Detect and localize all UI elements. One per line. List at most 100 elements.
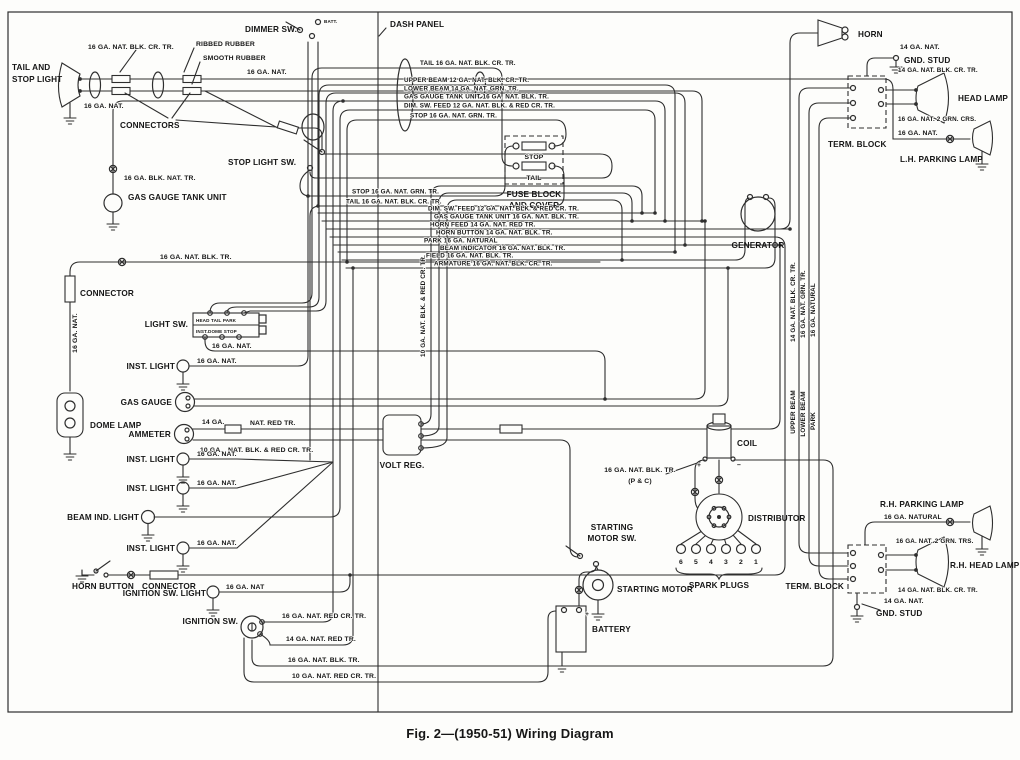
stop-light-sw-label: STOP LIGHT SW. (228, 158, 296, 167)
distributor (690, 475, 743, 541)
wire-label: 16 GA. NAT. BLK. TR. (160, 254, 232, 261)
wire-label: LOWER BEAM 14 GA. NAT. GRN. TR. (404, 86, 519, 93)
dash-grommets (396, 58, 487, 132)
wire-label: HORN FEED 14 GA. NAT. RED TR. (430, 222, 535, 229)
wire-label: UPPER BEAM 12 GA. NAT. BLK. CR. TR. (404, 77, 529, 84)
batt-label: BATT. (324, 19, 337, 24)
wire-label: FIELD 16 GA. NAT. BLK. TR. (426, 253, 513, 260)
wire-label: GAS GAUGE TANK UNIT 16 GA. NAT. BLK. TR. (404, 94, 549, 101)
starting-motor-sw-label-2: MOTOR SW. (588, 534, 637, 543)
wire-label: 14 GA. NAT. BLK. CR. TR. (898, 67, 978, 74)
instrument-lights (176, 359, 190, 573)
wire-label: STOP 16 GA. NAT. GRN. TR. (410, 113, 497, 120)
wire-label: 14 GA. (202, 419, 224, 426)
beam-ind-light-label: BEAM IND. LIGHT (67, 513, 139, 522)
inst-light-label: INST. LIGHT (127, 484, 176, 493)
dome-lamp (56, 392, 84, 461)
horn-button (75, 560, 179, 583)
starting-motor-label: STARTING MOTOR (617, 585, 693, 594)
wire-label: 16 GA. NAT. BLK. TR. (604, 467, 676, 474)
head-lamp-label: HEAD LAMP (958, 94, 1008, 103)
ignition-sw-label: IGNITION SW. (183, 617, 238, 626)
horn-button-label: HORN BUTTON (72, 582, 134, 591)
wire-label: STOP 16 GA. NAT. GRN. TR. (352, 189, 439, 196)
lh-parking-lamp-label: L.H. PARKING LAMP (900, 155, 983, 164)
wire-label: 16 GA. NAT. (197, 480, 237, 487)
battery (555, 585, 587, 673)
wire-label: 16 GA. NAT. (197, 540, 237, 547)
coil-plus: + (697, 462, 701, 469)
wire-label: TAIL 16 GA. NAT. BLK. CR. TR. (346, 199, 442, 206)
figure-caption: Fig. 2—(1950-51) Wiring Diagram (406, 726, 614, 741)
spark-plugs (675, 543, 763, 581)
dimmer-switch (285, 18, 325, 141)
starting-motor-sw-label-1: STARTING (591, 523, 633, 532)
fuse-tail-label: TAIL (526, 175, 541, 182)
wire-label: NAT. BLK. & RED CR. TR. (228, 447, 313, 454)
battery-label: BATTERY (592, 625, 631, 634)
lh-head-lamp (914, 72, 950, 124)
wire-label: 10 GA. (200, 447, 222, 454)
harness-wires (69, 32, 971, 683)
ignition-coil (665, 413, 736, 475)
term-block-label: TERM. BLOCK (828, 140, 887, 149)
volt-reg-label: VOLT REG. (380, 461, 425, 470)
light-sw-label: LIGHT SW. (145, 320, 188, 329)
light-sw-row2: INST.DOME STOP (196, 329, 237, 334)
coil-label: COIL (737, 439, 757, 448)
wire-label: 16 GA. NAT. (247, 69, 287, 76)
dimmer-sw-label: DIMMER SW. (245, 25, 297, 34)
battery-plus: + (585, 611, 589, 618)
lh-gnd-stud (889, 54, 903, 74)
wire-label: (P & C) (628, 478, 652, 485)
horn-label: HORN (858, 30, 883, 39)
wire-label: DIM. SW. FEED 12 GA. NAT. BLK. & RED CR.… (404, 103, 555, 110)
wire-label: 16 GA. BLK. NAT. TR. (124, 175, 196, 182)
smooth-rubber-label: SMOOTH RUBBER (203, 55, 266, 62)
wire-label: DIM. SW. FEED 12 GA. NAT. BLK. & RED CR.… (428, 206, 579, 213)
lh-parking-lamp (945, 120, 994, 171)
rh-head-lamp-label: R.H. HEAD LAMP (950, 561, 1020, 570)
wire-label: 14 GA. NAT. (884, 598, 924, 605)
wire-label: 16 GA. NAT. RED CR. TR. (282, 613, 366, 620)
gas-tank-unit-label: GAS GAUGE TANK UNIT (128, 193, 227, 202)
dome-lamp-label: DOME LAMP (90, 421, 142, 430)
wire-label: 10 GA. NAT. RED CR. TR. (292, 673, 376, 680)
wire-label: PARK 16 GA. NATURAL (424, 238, 498, 245)
wire-label: 16 GA. NAT. (898, 130, 938, 137)
wire-label: UPPER BEAM (790, 390, 797, 433)
wire-label: GAS GAUGE TANK UNIT 16 GA. NAT. BLK. TR. (434, 214, 579, 221)
diagram-border (7, 11, 1013, 713)
ammeter (173, 423, 523, 445)
rh-parking-lamp (945, 505, 994, 556)
fuse-block-label-2: AND COVER (509, 201, 559, 210)
wire-label: LOWER BEAM (800, 391, 807, 436)
inst-light-label: INST. LIGHT (127, 544, 176, 553)
horn (817, 19, 849, 47)
wire-label: 16 GA. NAT. (84, 103, 124, 110)
ammeter-label: AMMETER (129, 430, 171, 439)
spark-plugs-label: SPARK PLUGS (689, 581, 750, 590)
starting-motor (582, 569, 614, 621)
rh-head-lamp (914, 536, 950, 588)
wire-label: 16 GA. NATURAL (810, 283, 817, 337)
rh-gnd-stud (850, 603, 864, 623)
generator (740, 193, 776, 232)
generator-label: GENERATOR (732, 241, 785, 250)
tail-stop-label-2: STOP LIGHT (12, 75, 62, 84)
wire-label: 16 GA. NAT. GRN. TR. (800, 270, 807, 338)
dash-panel-label: DASH PANEL (390, 20, 444, 29)
wire-label: HORN BUTTON 14 GA. NAT. BLK. TR. (436, 230, 553, 237)
ignition-sw-light-label: IGNITION SW. LIGHT (123, 589, 206, 598)
lh-terminal-block (847, 75, 887, 129)
plug-number: 3 (724, 559, 728, 566)
tail-stop-light (57, 62, 82, 125)
wire-label: 16 GA. NAT. BLK. TR. (288, 657, 360, 664)
wire-label: 16 GA. NAT (226, 584, 265, 591)
beam-indicator-light (140, 509, 156, 542)
wire-label: 14 GA. NAT. (900, 44, 940, 51)
junction-dots (306, 99, 792, 577)
wire-label: 16 GA. NAT. (72, 313, 79, 353)
